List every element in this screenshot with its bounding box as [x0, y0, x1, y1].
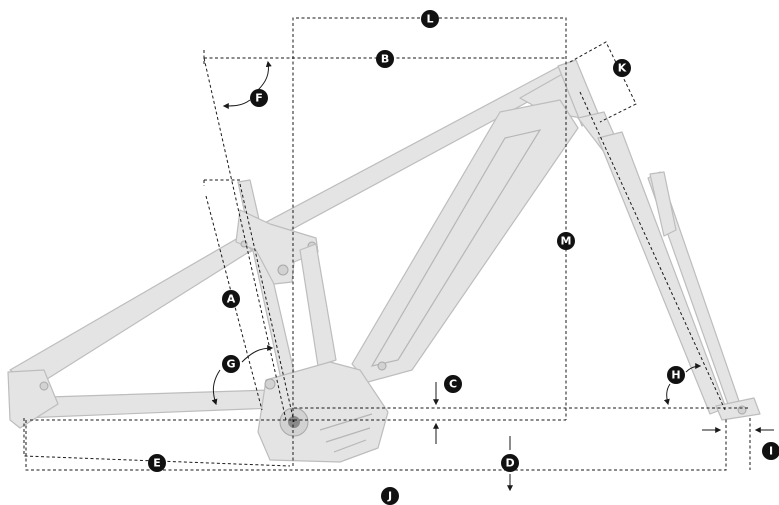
marker-m: M: [557, 232, 575, 250]
main-pivot: [264, 378, 276, 390]
svg-text:C: C: [449, 378, 457, 391]
down-tube-battery-edge: [370, 129, 542, 367]
rear-dropout: [7, 369, 59, 429]
dim-line-f: [203, 57, 287, 421]
svg-text:K: K: [618, 62, 627, 75]
svg-text:D: D: [505, 457, 514, 470]
marker-i: I: [762, 442, 779, 460]
svg-text:E: E: [153, 457, 161, 470]
seat-stay: [9, 237, 253, 387]
marker-a: A: [222, 290, 240, 308]
dimension-markers: L B K F M A G H C I E D: [148, 10, 779, 505]
svg-text:A: A: [227, 293, 236, 306]
arrow-h-right: [685, 363, 702, 373]
svg-text:G: G: [226, 358, 235, 371]
bike-frame-illustration: [7, 59, 761, 463]
arrow-g-down: [211, 369, 221, 406]
svg-text:H: H: [671, 369, 680, 382]
down-tube-bolt: [377, 361, 387, 371]
dim-line-a-axis: [239, 183, 295, 423]
arrow-h-down: [663, 383, 671, 406]
marker-l: L: [421, 10, 439, 28]
marker-h: H: [667, 366, 685, 384]
rear-shock: [299, 243, 337, 367]
front-axle: [737, 405, 747, 415]
svg-text:M: M: [561, 235, 572, 248]
dimension-arrows: [211, 60, 774, 492]
svg-text:B: B: [381, 53, 389, 66]
down-tube: [351, 99, 579, 383]
arrow-f-left: [222, 99, 251, 109]
svg-text:J: J: [387, 490, 392, 503]
marker-k: K: [613, 59, 631, 77]
arrow-f-up: [257, 60, 272, 91]
marker-c: C: [444, 375, 462, 393]
fork-arch: [649, 171, 677, 237]
rocker-pivot: [277, 264, 289, 276]
marker-g: G: [222, 355, 240, 373]
svg-text:F: F: [255, 92, 263, 105]
motor-housing-detail: [319, 413, 373, 453]
rear-axle-hole: [39, 381, 49, 391]
marker-b: B: [376, 50, 394, 68]
motor-housing: [257, 361, 389, 463]
marker-d: D: [501, 454, 519, 472]
marker-e: E: [148, 454, 166, 472]
dim-line-head-axis: [579, 91, 727, 413]
marker-f: F: [250, 89, 268, 107]
dim-line-e: [23, 418, 291, 467]
arrow-g-right: [241, 345, 274, 363]
svg-text:L: L: [426, 13, 433, 26]
marker-j: J: [381, 487, 399, 505]
dim-line-j: [25, 418, 751, 471]
svg-text:I: I: [769, 445, 773, 458]
